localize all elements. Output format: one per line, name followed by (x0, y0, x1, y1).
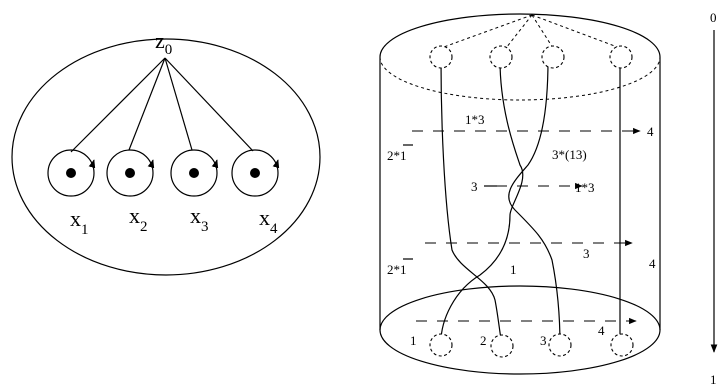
label-bottom-4: 4 (598, 323, 605, 338)
punctured-disk-figure: z0 x1 x2 x3 x4 (11, 28, 321, 276)
time-axis: 0 1 (710, 10, 718, 387)
loop-x2 (106, 149, 155, 197)
time-axis-top-label: 0 (710, 10, 717, 25)
label-bottom-3: 3 (540, 333, 547, 348)
top-cone (440, 14, 621, 49)
loop-label-x1: x1 (70, 206, 89, 238)
label-bottom-2: 2 (480, 333, 487, 348)
label-top-row-mid: 1*3 (465, 112, 485, 127)
label-cross-right: 3*(13) (552, 147, 587, 162)
loop-x3 (170, 149, 219, 197)
label-mid-left: 3 (471, 179, 478, 194)
disk-boundary (11, 38, 321, 276)
loop-label-x3: x3 (190, 203, 209, 235)
cylinder-top-front (379, 56, 661, 101)
label-bottom-1: 1 (410, 333, 417, 348)
strand-2 (440, 59, 524, 346)
loop-label-x2: x2 (129, 203, 148, 235)
label-top-row-left: 2*1 (387, 148, 407, 163)
strand-3 (508, 59, 561, 346)
cylinder-top-back (379, 13, 661, 58)
braid-strands (440, 59, 621, 346)
label-lower-left: 2*1 (387, 262, 407, 277)
cylinder-bottom (379, 285, 661, 375)
label-top-row-end: 4 (647, 124, 654, 139)
label-lower-end: 4 (649, 256, 656, 271)
loop-x1 (47, 149, 96, 197)
label-lower-mid-right: 3 (583, 246, 590, 261)
basepoint-paths (70, 57, 254, 153)
bottom-punctures (429, 333, 634, 358)
strand-1 (440, 59, 503, 346)
braid-cylinder-figure: 1*3 4 2*1 3*(13) 3 1*3 2*1 1 3 4 1 2 3 4 (379, 13, 661, 375)
label-lower-center: 1 (510, 262, 517, 277)
top-punctures (429, 45, 633, 69)
label-mid-right: 1*3 (575, 180, 595, 195)
time-axis-bottom-label: 1 (710, 372, 717, 387)
loop-label-x4: x4 (259, 205, 278, 237)
dashed-paths (412, 127, 641, 325)
loop-x4 (231, 149, 280, 197)
basepoint-label: z0 (155, 28, 172, 58)
